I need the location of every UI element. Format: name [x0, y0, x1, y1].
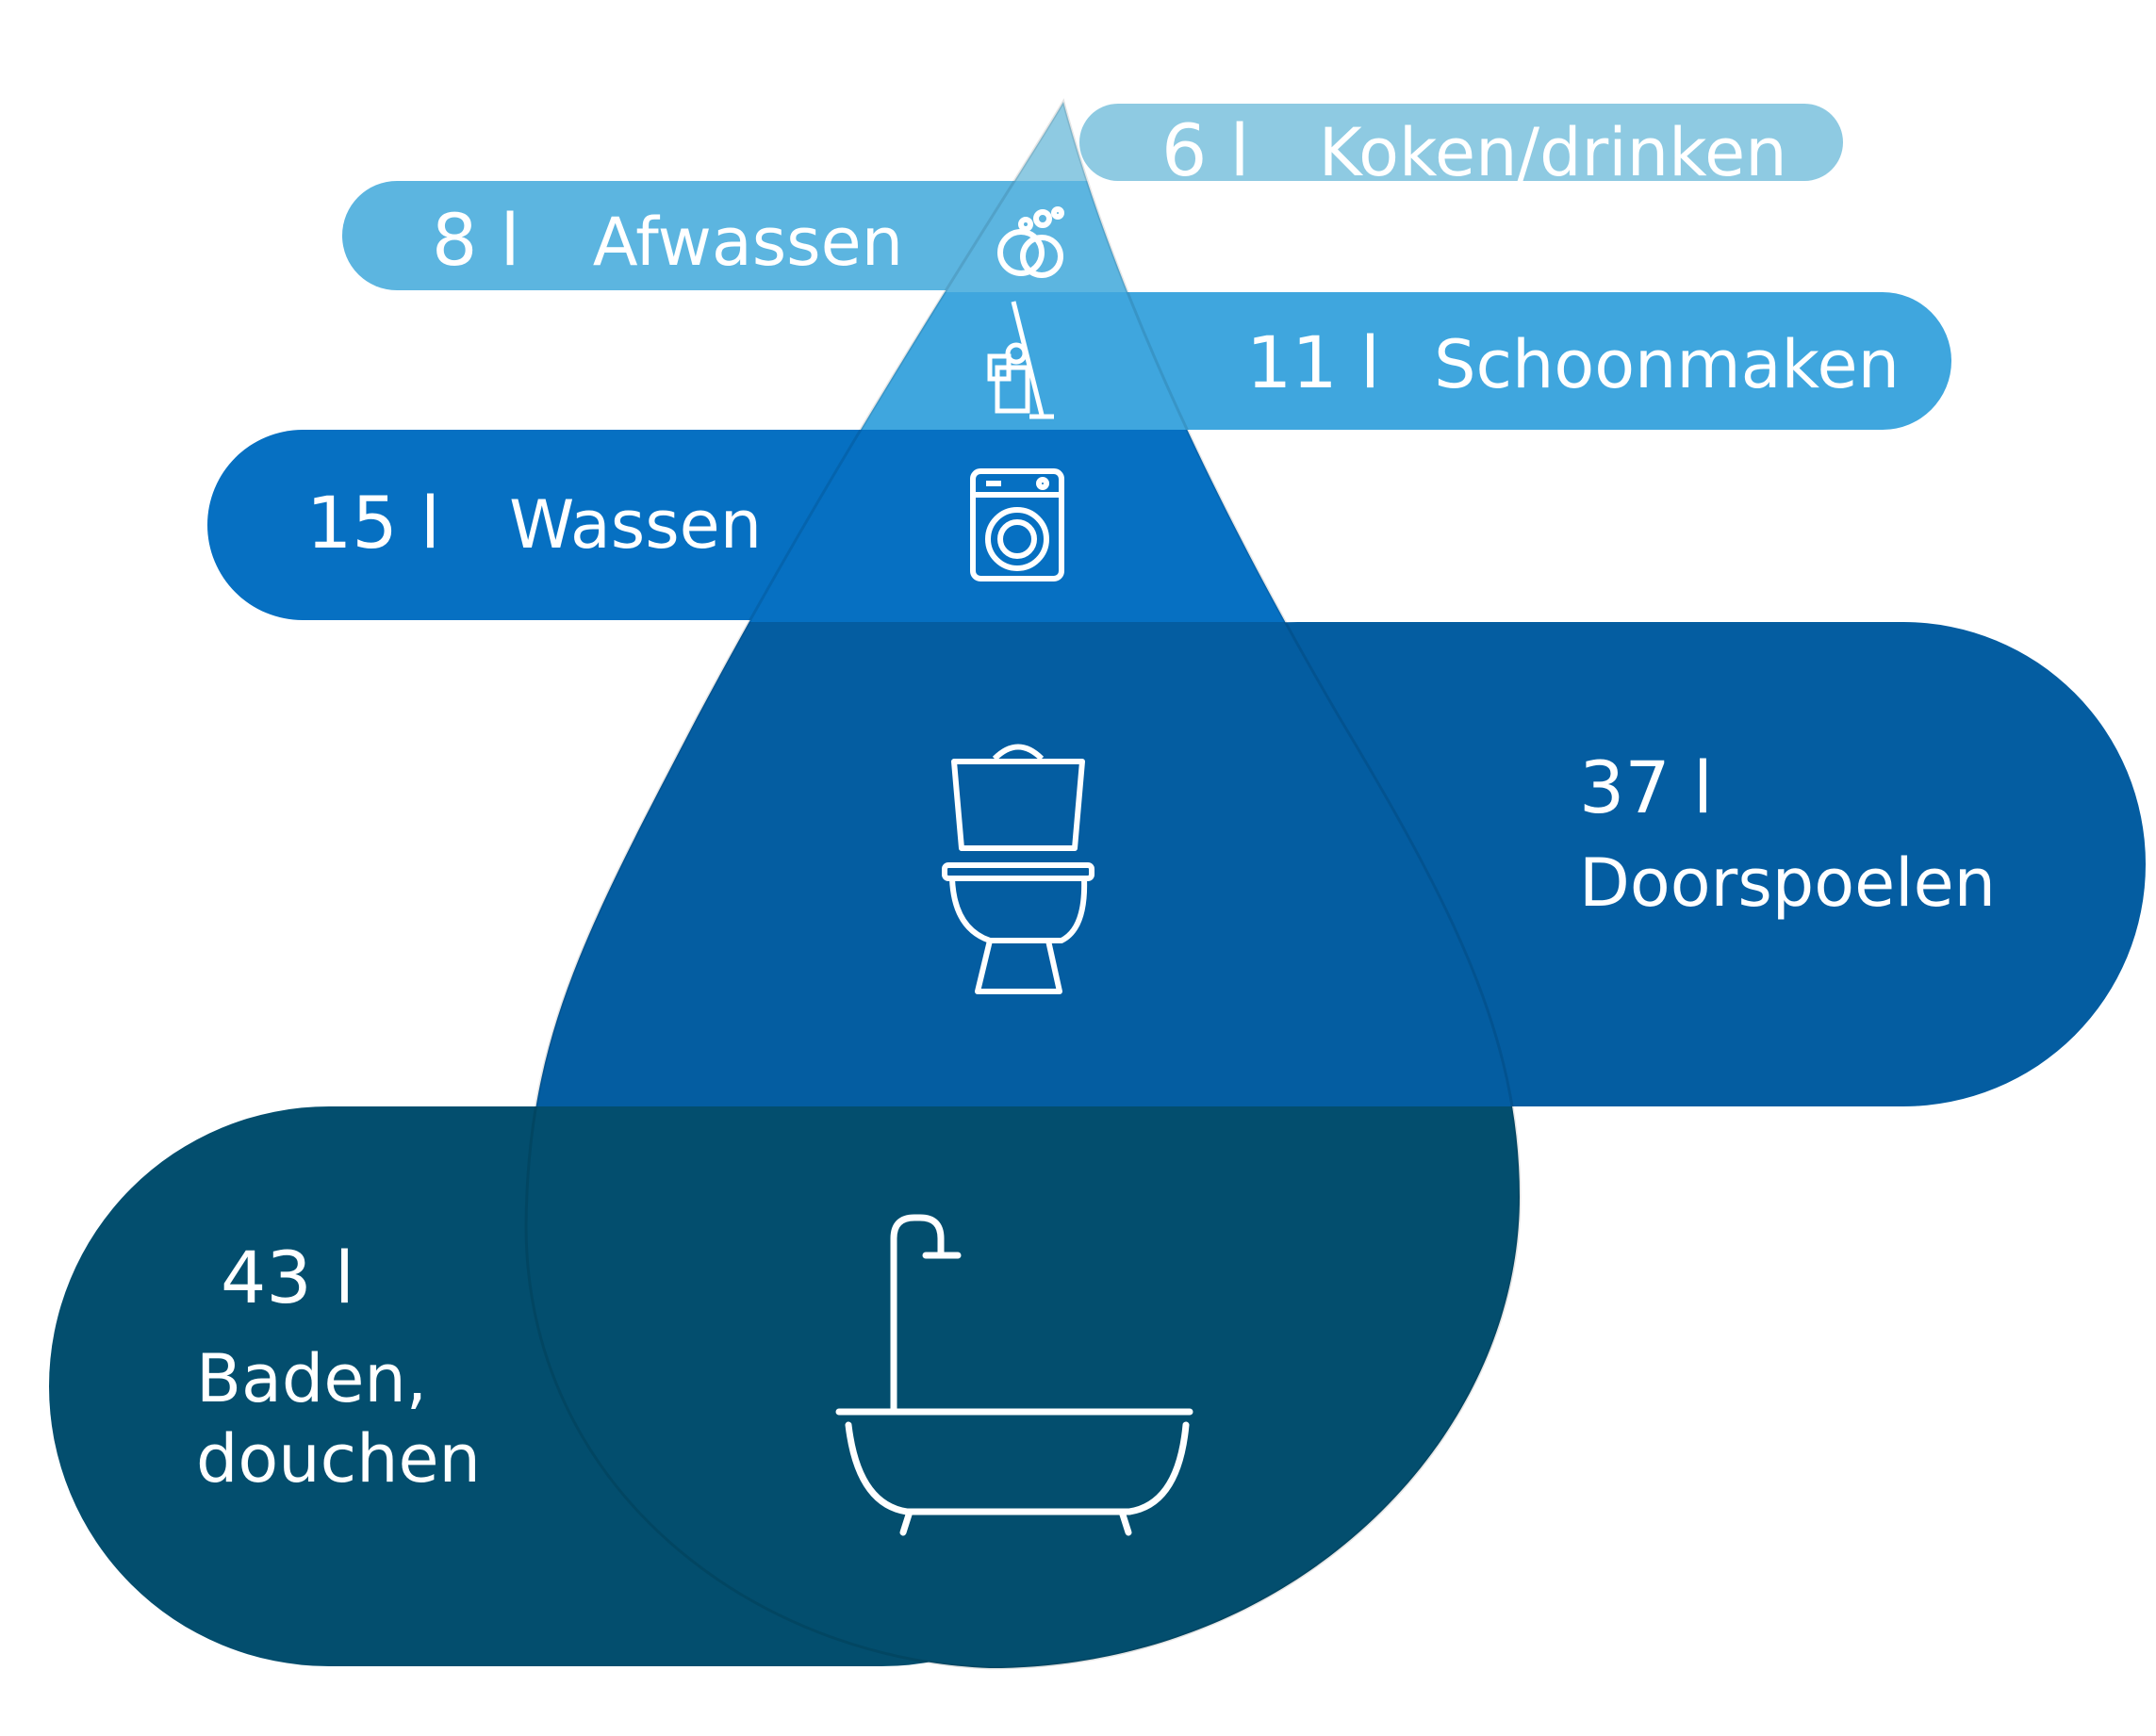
wassen-label: Wassen [509, 486, 763, 564]
doorspoelen-label: Doorspoelen [1579, 843, 1997, 922]
toilet-icon [942, 744, 1094, 994]
dishes-icon [997, 206, 1064, 278]
afwassen-label: Afwassen [592, 204, 904, 281]
mop-bucket-icon [987, 301, 1054, 419]
afwassen-amount: 8 l [432, 198, 520, 282]
koken-amount: 6 l [1161, 108, 1250, 192]
schoonmaken-label-row: 11 l Schoonmaken [1246, 320, 1900, 404]
schoonmaken-amount: 11 l [1246, 320, 1380, 404]
band-afwassen [526, 181, 1520, 292]
doorspoelen-amount: 37 l [1579, 745, 1713, 829]
tab-koken [1079, 104, 1843, 181]
doorspoelen-label-block: 37 l Doorspoelen [1579, 745, 1996, 924]
baden-label-line2: douchen [196, 1420, 481, 1499]
schoonmaken-label: Schoonmaken [1434, 326, 1900, 403]
washing-machine-icon [970, 468, 1064, 581]
baden-amount: 43 l [221, 1236, 354, 1319]
baden-label-line1: Baden, [196, 1339, 428, 1417]
afwassen-label-row: 8 l Afwassen [432, 198, 903, 282]
wassen-label-row: 15 l Wassen [306, 481, 762, 565]
wassen-amount: 15 l [306, 481, 440, 565]
tab-schoonmaken [1056, 292, 1951, 430]
bathtub-shower-icon [835, 1214, 1193, 1536]
koken-label-row: 6 l Koken/drinken [1161, 108, 1787, 192]
tab-afwassen [342, 181, 1096, 290]
baden-label-block: 43 l Baden, douchen [196, 1235, 481, 1500]
koken-label: Koken/drinken [1318, 114, 1787, 191]
